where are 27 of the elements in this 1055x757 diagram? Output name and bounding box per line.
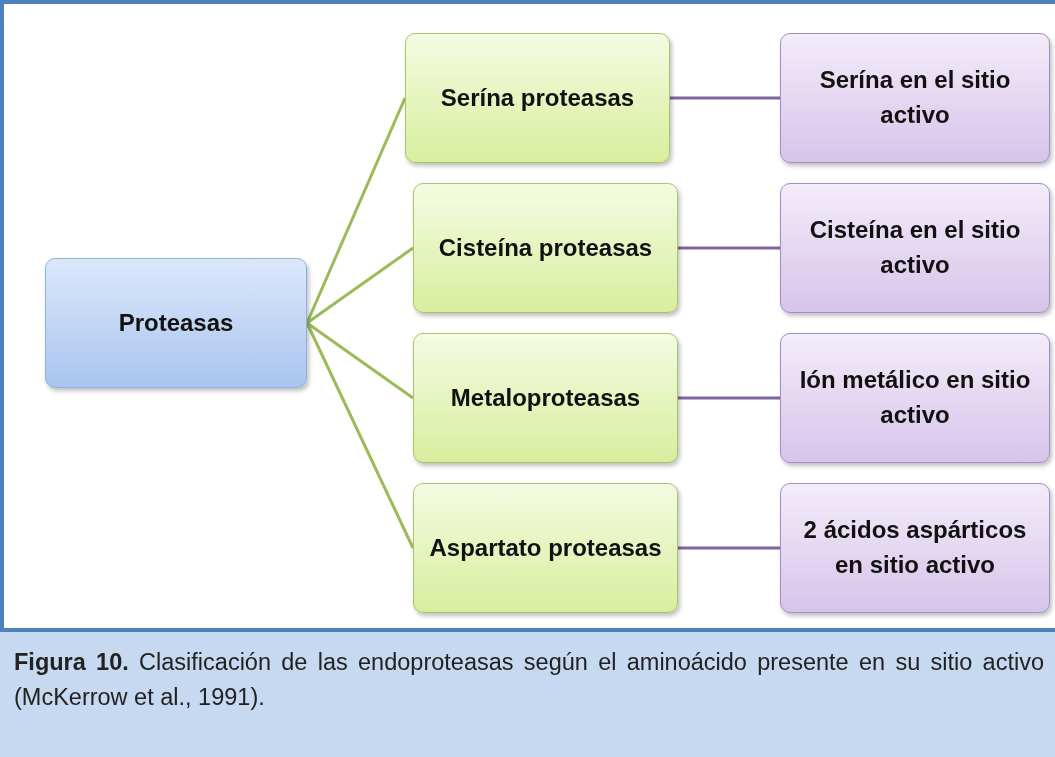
category-box (780, 333, 1050, 463)
category-box (413, 483, 678, 613)
category-box (780, 183, 1050, 313)
box-label: Metaloproteasas (450, 382, 641, 413)
connector-line (305, 97, 407, 324)
connector-line (678, 546, 780, 550)
box-label: Serína proteasas (440, 82, 635, 113)
box-label: Proteasas (118, 307, 234, 338)
box-label: Aspartato proteasas (429, 532, 662, 563)
connector-line (305, 322, 415, 549)
box-label: Cisteína en el sitio activo (808, 215, 1022, 280)
connector-line (306, 321, 414, 400)
category-box (780, 483, 1050, 613)
category-box (780, 33, 1050, 163)
figure-caption: Figura 10. Clasificación de las endoproteasas según el aminoácido presente en su sitio activo (McKerrow et al., 1991). (14, 648, 1044, 713)
connector-line (678, 396, 780, 400)
connector-line (306, 246, 414, 325)
box-label: 2 ácidos aspárticos en sitio activo (802, 515, 1028, 580)
category-box (405, 33, 670, 163)
category-box (413, 333, 678, 463)
connector-line (670, 96, 780, 100)
box-label: Cisteína proteasas (438, 232, 653, 263)
category-box (413, 183, 678, 313)
connector-line (678, 246, 780, 250)
category-box (45, 258, 307, 388)
box-label: Serína en el sitio activo (818, 65, 1012, 130)
box-label: Ión metálico en sitio activo (798, 365, 1032, 430)
